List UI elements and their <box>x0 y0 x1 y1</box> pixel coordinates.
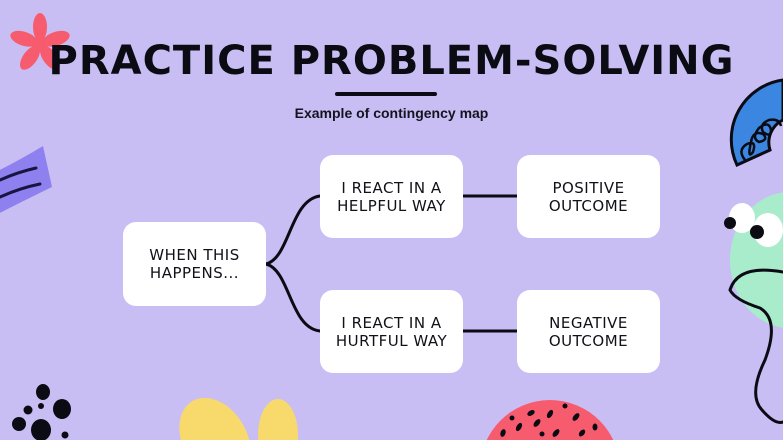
node-reaction-hurtful: I REACT IN A HURTFUL WAY <box>320 290 463 373</box>
node-reaction-hurtful-label: I REACT IN A HURTFUL WAY <box>335 313 448 350</box>
node-outcome-negative-label: NEGATIVE OUTCOME <box>548 313 629 350</box>
node-trigger: WHEN THIS HAPPENS... <box>123 222 266 306</box>
node-outcome-positive: POSITIVE OUTCOME <box>517 155 660 238</box>
node-reaction-helpful: I REACT IN A HELPFUL WAY <box>320 155 463 238</box>
connectors <box>264 194 520 333</box>
pink-flower-icon <box>10 13 70 70</box>
pink-dotted-circle-shape <box>486 400 614 440</box>
blue-donut-shape <box>729 78 783 167</box>
connector-trigger-helpful <box>264 194 322 266</box>
node-outcome-positive-label: POSITIVE OUTCOME <box>548 178 629 215</box>
node-reaction-helpful-label: I REACT IN A HELPFUL WAY <box>337 178 446 215</box>
mint-creature-shape <box>724 192 783 424</box>
purple-ribbon-shape <box>0 146 52 213</box>
page-title: PRACTICE PROBLEM-SOLVING <box>48 38 735 84</box>
yellow-flower-shape <box>179 397 298 440</box>
black-dots-shape <box>12 384 71 440</box>
node-outcome-negative: NEGATIVE OUTCOME <box>517 290 660 373</box>
page-subtitle: Example of contingency map <box>294 105 489 121</box>
title-underline <box>335 92 437 96</box>
connector-trigger-hurtful <box>264 262 322 333</box>
node-trigger-label: WHEN THIS HAPPENS... <box>149 246 240 282</box>
